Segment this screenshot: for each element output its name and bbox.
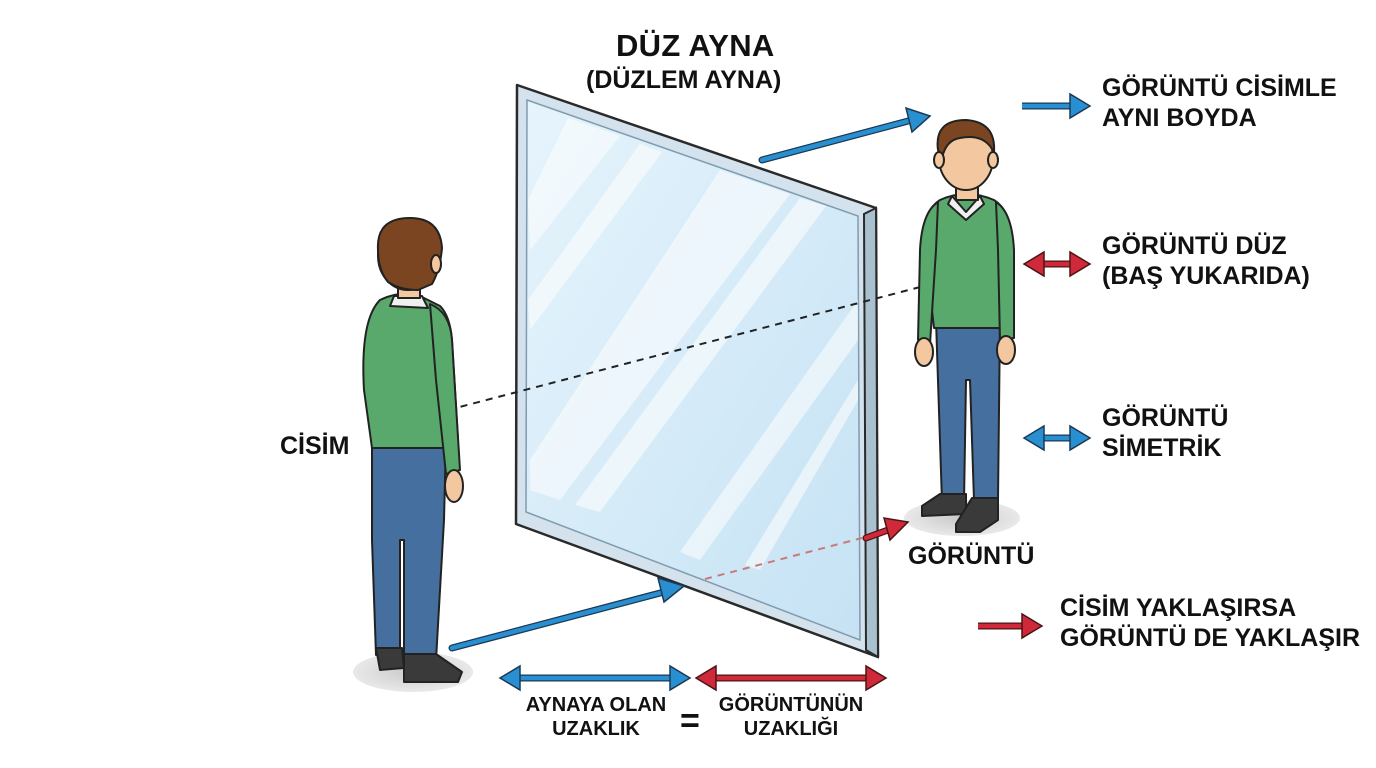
property-upright-line2: (BAŞ YUKARIDA) [1102,261,1310,290]
property-symmetric-line1: GÖRÜNTÜ [1102,404,1229,432]
property-symmetric-line2: SİMETRİK [1102,433,1222,462]
object-label: CİSİM [280,432,350,460]
mirror-reflection-streaks [528,118,858,570]
object-shoe-left [375,647,405,671]
blue-right-arrow-icon [1022,92,1092,120]
mirror-frame-side [862,206,880,659]
property-approach: CİSİM YAKLAŞIRSA GÖRÜNTÜ DE YAKLAŞIR [1060,594,1360,653]
sight-line [447,285,925,411]
red-right-arrow-icon [978,612,1044,640]
image-distance-label: GÖRÜNTÜNÜN UZAKLIĞI [708,694,874,741]
property-symmetric: GÖRÜNTÜ SİMETRİK [1102,404,1228,463]
image-shoe-right [955,497,999,533]
image-ear-right [987,151,999,169]
distance-guide-line [704,537,863,580]
object-ear [430,254,442,274]
equals-sign: = [680,702,700,740]
image-hair [936,119,996,159]
image-pants [935,319,1001,503]
object-distance-label: AYNAYA OLAN UZAKLIK [515,694,677,741]
image-distance-bottom-arrow [694,664,888,692]
image-arm-right [995,201,1015,341]
property-same-size: GÖRÜNTÜ CİSİMLE AYNI BOYDA [1102,74,1337,133]
object-distance-line2: UZAKLIK [552,717,640,740]
image-distance-line2: UZAKLIĞI [743,717,839,740]
image-person [904,119,1020,536]
property-approach-line1: CİSİM YAKLAŞIRSA [1060,594,1297,622]
image-distance-arrow [862,517,910,542]
property-upright: GÖRÜNTÜ DÜZ (BAŞ YUKARIDA) [1102,232,1310,291]
property-same-size-line1: GÖRÜNTÜ CİSİMLE [1102,74,1337,102]
property-same-size-line2: AYNI BOYDA [1102,103,1257,132]
object-hand [444,469,464,503]
image-ear-left [933,151,945,169]
size-arrow [758,106,932,164]
object-shoe-right [403,653,463,683]
property-upright-line1: GÖRÜNTÜ DÜZ [1102,232,1287,260]
image-label: GÖRÜNTÜ [908,542,1035,570]
object-distance-arrow [498,664,692,692]
image-hand-right [996,335,1016,365]
property-approach-line2: GÖRÜNTÜ DE YAKLAŞIR [1060,623,1361,652]
red-double-arrow-icon [1022,250,1092,278]
image-hand-left [914,337,934,367]
diagram-subtitle: (DÜZLEM AYNA) [586,66,782,94]
object-hair [376,217,443,291]
diagram-title: DÜZ AYNA [616,28,775,63]
object-pants [371,439,447,661]
approach-arrow [448,576,686,652]
object-distance-line1: AYNAYA OLAN [525,694,667,716]
image-distance-line1: GÖRÜNTÜNÜN [718,694,864,716]
image-shoe-left [921,493,967,517]
blue-double-arrow-icon [1022,424,1092,452]
object-person [353,217,473,692]
image-collar [947,195,985,221]
mirror [514,83,880,659]
